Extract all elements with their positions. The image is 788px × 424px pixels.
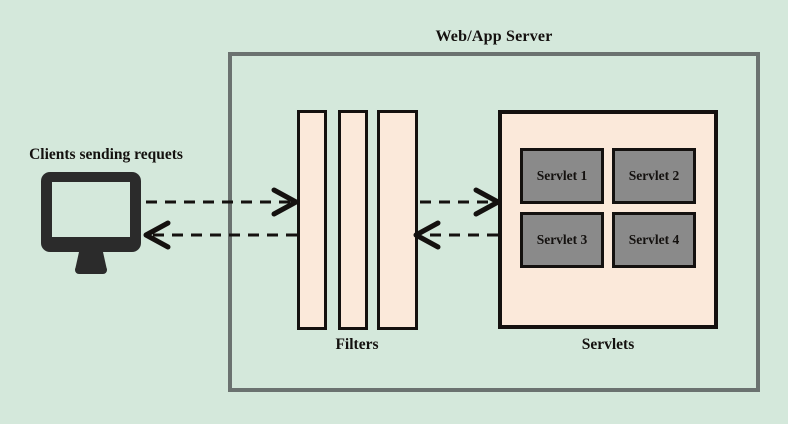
web-app-server-boundary [228,52,760,392]
filter-bar-1 [297,110,327,330]
filter-bar-2 [338,110,368,330]
servlet-box-2: Servlet 2 [612,148,696,204]
servlet-grid: Servlet 1 Servlet 2 Servlet 3 Servlet 4 [520,148,696,276]
client-label: Clients sending requets [29,146,183,163]
servlet-box-1: Servlet 1 [520,148,604,204]
server-title: Web/App Server [435,28,553,45]
servlet-box-3: Servlet 3 [520,212,604,268]
servlets-label: Servlets [581,336,635,353]
filter-bar-3 [377,110,418,330]
servlet-box-4: Servlet 4 [612,212,696,268]
desktop-monitor-icon [41,172,141,275]
filters-label: Filters [335,336,379,353]
